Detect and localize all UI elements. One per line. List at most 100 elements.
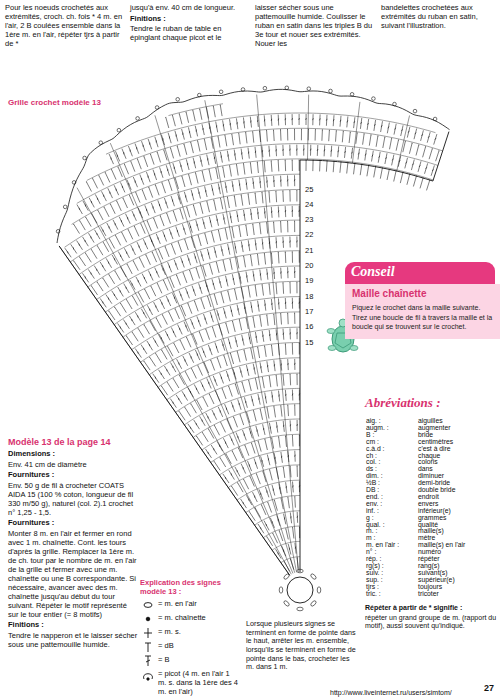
abbreviation-meaning: dans xyxy=(418,466,433,473)
row-number: 21 xyxy=(305,246,313,255)
chain-spoke xyxy=(257,95,299,573)
chart-round xyxy=(106,113,435,154)
abbreviation-key: dim. : xyxy=(366,473,383,480)
tip-heading: Conseil xyxy=(351,264,489,281)
abbreviation-key: col. : xyxy=(366,459,380,466)
half-double-symbol xyxy=(145,643,151,652)
turtle-leg xyxy=(328,346,336,351)
abbreviation-meaning: grammes xyxy=(418,515,446,522)
pattern-title: Modèle 13 de la page 14 xyxy=(8,437,140,448)
body-text: Monter 8 m. en l'air et fermer en rond a… xyxy=(8,529,138,619)
tip-text: Piquez le crochet dans la maille suivant… xyxy=(352,304,493,312)
double-crochet-symbol xyxy=(145,656,151,666)
abbreviation-key: suiv. : xyxy=(366,570,383,577)
legend-text: = m. s. xyxy=(158,627,240,636)
section-heading: Fournitures : xyxy=(8,518,138,527)
abbreviation-meaning: chaque xyxy=(418,453,440,460)
abbreviation-meaning: qualité xyxy=(418,522,438,529)
chart-boundary xyxy=(433,132,449,181)
abbreviation-key: ds : xyxy=(366,466,377,473)
abbreviation-key: ½B : xyxy=(366,480,380,487)
chart-boundary xyxy=(300,160,433,181)
legend-text: = m. en l'air xyxy=(158,599,240,608)
body-text: Env. 50 g de fil à crocheter COATS AIDA … xyxy=(8,481,138,517)
body-text: Tendre le ruban de table en épinglant ch… xyxy=(130,24,248,42)
abbreviation-key: ch : xyxy=(366,453,377,460)
tip-box: Maille chaînettePiquez le crochet dans l… xyxy=(345,284,500,339)
chain-spoke xyxy=(77,188,291,575)
legend-text: = dB xyxy=(158,641,240,650)
abbreviation-key: DB : xyxy=(366,487,379,494)
abbreviation-key: tric. : xyxy=(366,591,381,598)
abbreviation-meaning: demi-bride xyxy=(418,480,450,487)
abbreviation-key: augm. : xyxy=(366,425,389,432)
abbreviation-meaning: maille(s) xyxy=(418,528,444,535)
section-heading: Dimensions : xyxy=(8,449,138,458)
abbreviation-key: qual. : xyxy=(366,522,385,529)
watermark: http://www.liveinternet.ru/users/simtom/ xyxy=(328,689,454,697)
chain-stitch xyxy=(297,607,303,611)
abbreviation-key: rép. : xyxy=(366,556,382,563)
abbreviations-title: Abréviations : xyxy=(365,395,500,411)
section-heading: Finitions : xyxy=(130,14,248,23)
legend-text: = picot (4 m. en l'air 1 m. s. dans la 1… xyxy=(158,669,240,696)
legend-text: = B xyxy=(158,655,240,664)
abbreviation-key: m. : xyxy=(366,528,377,535)
section-heading: Fournitures : xyxy=(8,470,138,479)
abbreviation-meaning: mètre xyxy=(418,535,435,542)
legend-row: = dB xyxy=(140,641,240,653)
legend-row: = picot (4 m. en l'air 1 m. s. dans la 1… xyxy=(140,669,240,696)
abbreviation-key: cm : xyxy=(366,439,379,446)
row-number: 24 xyxy=(305,200,313,209)
abbreviation-key: aig. : xyxy=(366,418,381,425)
abbreviation-meaning: double bride xyxy=(418,487,455,494)
abbreviation-meaning: augmenter xyxy=(418,425,451,432)
row-number: 15 xyxy=(305,338,313,347)
abbreviation-meaning: centimètres xyxy=(418,439,453,446)
chain-stitch xyxy=(279,587,283,593)
chain-stitch xyxy=(297,569,303,573)
note-heading: Répéter à partir de * signifie : xyxy=(365,604,500,612)
row-number: 17 xyxy=(305,307,313,316)
chart-boundary xyxy=(59,246,290,575)
chain-stitch xyxy=(310,573,317,580)
row-number: 22 xyxy=(305,230,313,239)
abbreviation-key: m. en l'air : xyxy=(366,542,399,549)
row-number: 23 xyxy=(305,215,313,224)
chart-axis xyxy=(300,160,301,572)
abbreviation-key: B : xyxy=(366,432,374,439)
body-text: Pour les noeuds crochetés aux extrémités… xyxy=(5,3,123,48)
abbreviation-meaning: diminuer xyxy=(418,473,444,480)
abbreviation-key: sup. : xyxy=(366,577,383,584)
chain-spoke xyxy=(308,95,309,160)
slip-stitch-symbol xyxy=(146,617,150,621)
abbreviation-meaning: coloris xyxy=(418,459,438,466)
abbreviation-meaning: aiguilles xyxy=(418,418,443,425)
body-text: laisser sécher sous une pattemouille hum… xyxy=(255,3,373,48)
stitch-symbol xyxy=(140,641,156,653)
row-number: 18 xyxy=(305,292,313,301)
symbol-legend: = m. en l'air = m. chaînette = m. s. = dB = … xyxy=(140,599,240,698)
row-number: 19 xyxy=(305,276,313,285)
abbreviation-key: inf. : xyxy=(366,508,379,515)
center-ring xyxy=(287,577,313,603)
tip-subheading: Maille chaînette xyxy=(352,288,493,300)
abbreviation-meaning: répéter xyxy=(418,556,440,563)
abbreviation-meaning: c'est à dire xyxy=(418,446,451,453)
abbreviation-key: g : xyxy=(366,515,374,522)
abbreviation-key: tjrs : xyxy=(366,584,379,591)
abbreviation-meaning: tricoter xyxy=(418,591,439,598)
tip-text: Tirez une boucle de fil à travers la mai… xyxy=(352,314,493,331)
stitch-symbol xyxy=(140,613,156,625)
row-number: 20 xyxy=(305,261,313,270)
chain-spoke xyxy=(397,115,410,171)
chain-spoke xyxy=(205,100,297,572)
abbreviation-key: end. : xyxy=(366,494,383,501)
legend-row: = B xyxy=(140,655,240,667)
legend-row: = m. chaînette xyxy=(140,613,240,625)
abbreviation-meaning: envers xyxy=(418,501,438,508)
body-text: Env. 41 cm de diamètre xyxy=(8,460,138,469)
chart-round xyxy=(87,128,443,180)
turtle-leg xyxy=(327,329,335,334)
